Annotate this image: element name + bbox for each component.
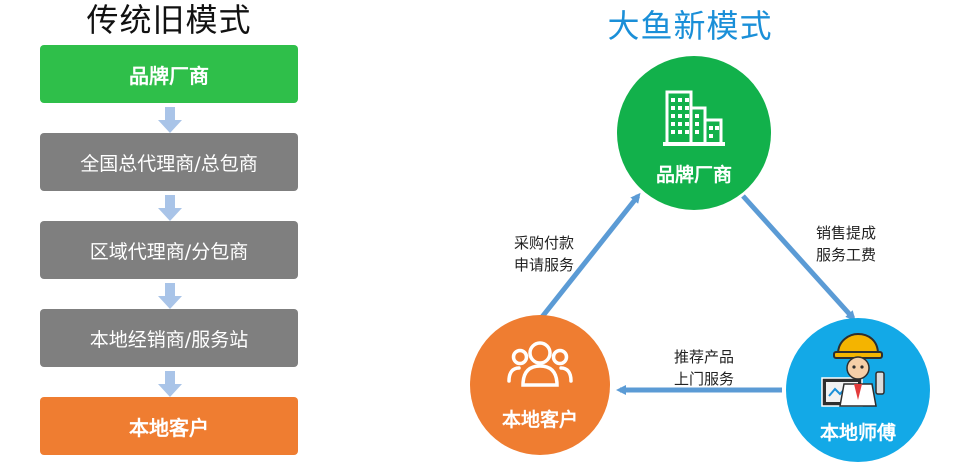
node-technician-label: 本地师傅: [819, 422, 896, 444]
node-brand-label: 品牌厂商: [655, 164, 732, 186]
down-arrow-icon: [158, 195, 182, 221]
old-model-title: 传统旧模式: [86, 1, 252, 39]
node-customer: 本地客户: [470, 315, 610, 455]
edge-label-customer-to-brand: 采购付款 申请服务: [513, 234, 574, 274]
technician-icon: [821, 332, 885, 407]
old-step-local-dealer: 本地经销商/服务站: [40, 309, 298, 367]
down-arrow-icon: [158, 371, 182, 397]
node-brand: 品牌厂商: [617, 56, 771, 210]
old-step-national-agent: 全国总代理商/总包商: [40, 133, 298, 191]
arrow-customer-to-brand: [536, 192, 641, 324]
users-icon: [507, 341, 573, 387]
edge-label-brand-to-technician: 销售提成 服务工费: [815, 224, 876, 264]
old-step-regional-agent: 区域代理商/分包商: [40, 221, 298, 279]
down-arrow-icon: [158, 283, 182, 309]
arrow-brand-to-technician: [741, 194, 856, 321]
old-step-brand: 品牌厂商: [40, 45, 298, 103]
edge-label-technician-to-customer: 推荐产品 上门服务: [673, 348, 734, 388]
old-step-customer: 本地客户: [40, 397, 298, 455]
node-customer-label: 本地客户: [501, 409, 578, 431]
new-model-title: 大鱼新模式: [607, 7, 773, 45]
building-icon: [663, 90, 725, 146]
node-technician: 本地师傅: [786, 318, 930, 462]
down-arrow-icon: [158, 107, 182, 133]
